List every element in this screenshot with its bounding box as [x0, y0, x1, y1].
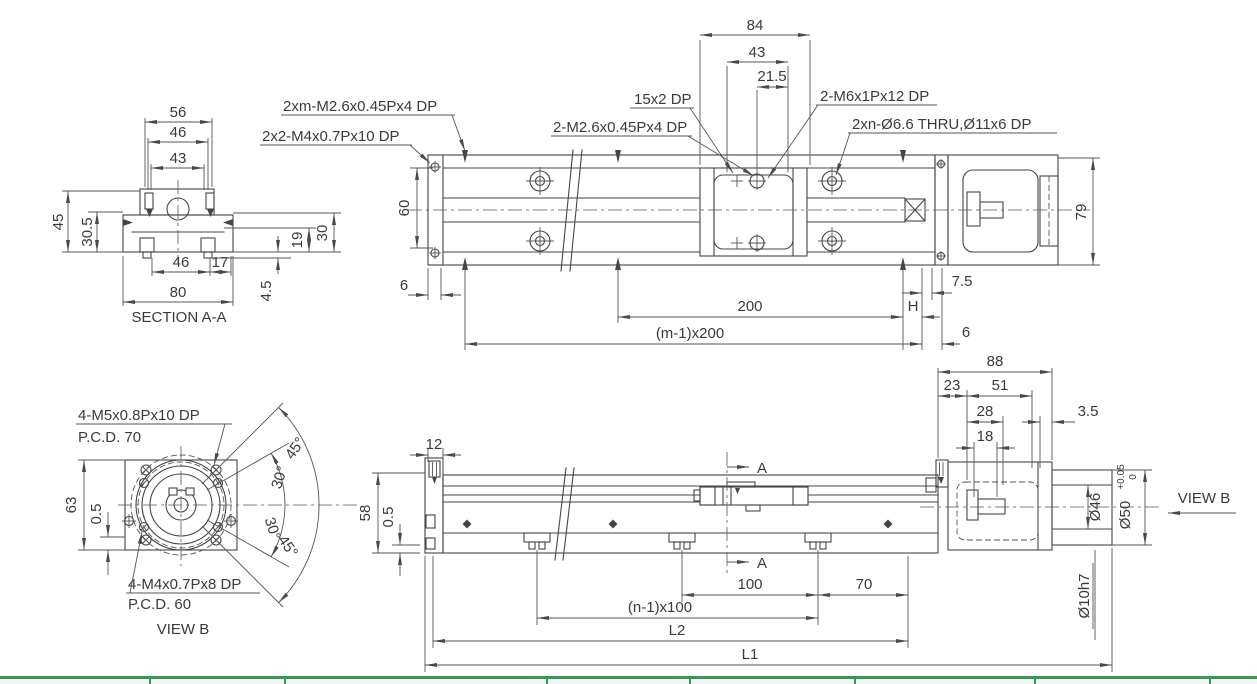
- dim-80: 80: [170, 284, 187, 301]
- angle-30-top: 30°: [268, 464, 291, 491]
- callout-2-m26: 2-M2.6x0.45Px4 DP: [553, 119, 687, 136]
- view-b-arrow-label: VIEW B: [1178, 490, 1231, 507]
- dim-m1x200: (m-1)x200: [656, 325, 724, 342]
- dim-100: 100: [737, 576, 762, 593]
- corner-holes: [122, 514, 238, 528]
- dim-d50-tol-zero: 0: [1128, 474, 1139, 480]
- mounting-tabs: [523, 532, 832, 550]
- angle-30-bottom: 30°: [261, 515, 284, 542]
- dim-60: 60: [396, 200, 413, 217]
- section-aa: 56 46 43 45 30.5 46 17 80 19 30 4.5: [50, 104, 341, 326]
- dim-84: 84: [747, 17, 764, 34]
- dim-70: 70: [856, 576, 873, 593]
- dim-6-left: 6: [400, 277, 408, 294]
- callout-2-m6: 2-M6x1Px12 DP: [820, 88, 929, 105]
- footer-table-edge: [0, 676, 1257, 684]
- dim-30: 30: [314, 225, 331, 242]
- section-aa-title: SECTION A-A: [131, 309, 226, 326]
- callout-2xn: 2xn-Ø6.6 THRU,Ø11x6 DP: [852, 116, 1032, 133]
- dim-17: 17: [212, 254, 229, 271]
- dim-4-5: 4.5: [258, 281, 275, 302]
- callout-15x2: 15x2 DP: [634, 91, 692, 108]
- dim-43-top-view: 43: [749, 44, 766, 61]
- counterbore-holes: [526, 167, 846, 255]
- side-view: A A 12 88 23 51: [357, 353, 1236, 672]
- section-mark-a-top: A: [757, 460, 767, 477]
- callout-m4: 4-M4x0.7Px8 DP: [128, 576, 241, 593]
- section-mark-a-bottom: A: [757, 555, 767, 572]
- pcd-60: P.C.D. 60: [128, 596, 191, 613]
- angle-45-top: 45°: [282, 434, 309, 462]
- edge-hole-marks: [462, 150, 906, 270]
- dim-21-5: 21.5: [757, 68, 786, 85]
- dim-0-5-side: 0.5: [380, 507, 397, 528]
- endcap-holes: [429, 159, 946, 261]
- dim-d50: Ø50: [1117, 501, 1134, 529]
- dim-l2: L2: [669, 622, 686, 639]
- dim-n1x100: (n-1)x100: [628, 599, 692, 616]
- dim-3-5: 3.5: [1078, 403, 1099, 420]
- dim-23: 23: [944, 377, 961, 394]
- dim-d50-tol-plus: +0.05: [1116, 464, 1127, 490]
- dim-51: 51: [992, 377, 1009, 394]
- dim-63: 63: [63, 497, 80, 514]
- callout-m5: 4-M5x0.8Px10 DP: [78, 407, 200, 424]
- dim-46-top: 46: [170, 124, 187, 141]
- dim-46-bottom: 46: [173, 254, 190, 271]
- callout-2xm: 2xm-M2.6x0.45Px4 DP: [283, 98, 437, 115]
- dim-30-5: 30.5: [79, 217, 96, 246]
- dim-7-5: 7.5: [952, 273, 973, 290]
- dim-h: H: [908, 298, 919, 315]
- dim-79: 79: [1073, 204, 1090, 221]
- view-b-title: VIEW B: [157, 621, 210, 638]
- view-b: 45° 30° 30° 45° 63 0.5 4-M5x0.8Px10 DP P…: [63, 402, 358, 638]
- dim-d10h7: Ø10h7: [1076, 573, 1093, 618]
- dim-d10h7-group: Ø10h7: [1076, 563, 1094, 629]
- dim-43-section: 43: [170, 150, 187, 167]
- dim-0-5-viewb: 0.5: [88, 504, 105, 525]
- pcd-70: P.C.D. 70: [78, 429, 141, 446]
- dim-200: 200: [737, 298, 762, 315]
- carriage-top-view: [699, 167, 808, 257]
- dim-18: 18: [977, 428, 994, 445]
- top-view: 84 43 21.5 60 79 6 200 H 7.5: [260, 17, 1100, 350]
- dim-19: 19: [289, 232, 306, 249]
- callout-2x2: 2x2-M4x0.7Px10 DP: [262, 128, 400, 145]
- dim-56: 56: [170, 104, 187, 121]
- dim-l1: L1: [742, 646, 759, 663]
- dim-6-right: 6: [962, 324, 970, 341]
- dim-d46: Ø46: [1087, 493, 1104, 521]
- dim-58: 58: [357, 505, 374, 522]
- carriage-side-view: [693, 481, 809, 512]
- dim-88: 88: [987, 353, 1004, 370]
- dim-12: 12: [426, 436, 443, 453]
- m4-bolt-holes: [138, 477, 224, 533]
- dim-45: 45: [50, 214, 67, 231]
- dim-28: 28: [977, 403, 994, 420]
